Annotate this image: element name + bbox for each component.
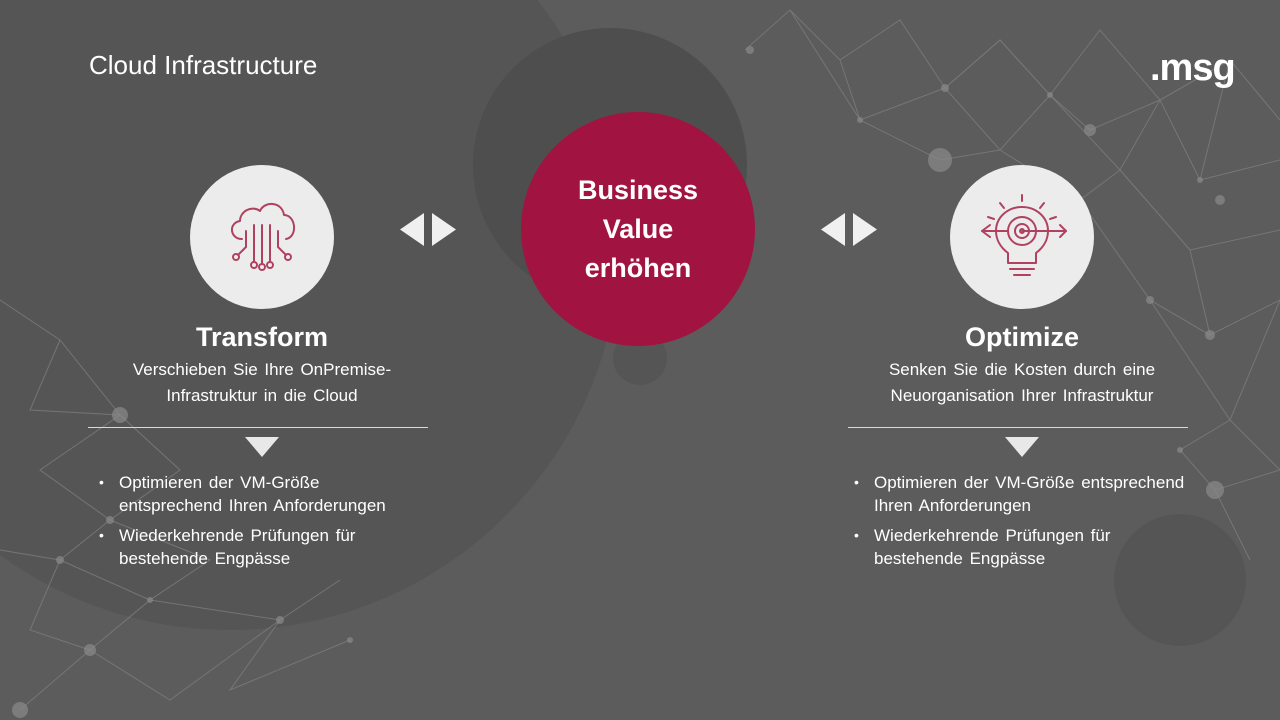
center-line-3: erhöhen: [584, 252, 692, 283]
optimize-heading: Optimize: [964, 322, 1079, 352]
transform-bullet-list: Optimieren der VM-Größe entsprechend Ihr…: [99, 471, 399, 577]
cloud-circuit-icon: [231, 203, 295, 271]
right-bidirectional-arrows: [821, 213, 877, 246]
center-line-1: Business: [577, 174, 699, 205]
transform-subtitle-line-1: Verschieben Sie Ihre OnPremise-: [132, 360, 392, 379]
optimize-divider: [848, 427, 1188, 428]
optimize-bullet-2: Wiederkehrende Prüfungen für bestehende …: [854, 524, 1194, 570]
optimize-bullet-1: Optimieren der VM-Größe entsprechend Ihr…: [854, 471, 1194, 517]
optimize-subtitle-line-1: Senken Sie die Kosten durch eine: [888, 360, 1156, 379]
msg-logo: .msg: [1150, 47, 1236, 89]
center-line-2: Value: [602, 213, 674, 244]
optimize-bullet-list: Optimieren der VM-Größe entsprechend Ihr…: [854, 471, 1194, 577]
transform-divider: [88, 427, 428, 428]
left-bidirectional-arrows: [400, 213, 456, 246]
business-value-text: Business Value erhöhen: [578, 171, 698, 288]
transform-bullet-2: Wiederkehrende Prüfungen für bestehende …: [99, 524, 399, 570]
optimize-down-arrow: [1005, 437, 1039, 457]
target-lightbulb-icon: [981, 194, 1067, 276]
transform-bullet-1: Optimieren der VM-Größe entsprechend Ihr…: [99, 471, 399, 517]
transform-icon-circle: [190, 165, 334, 309]
optimize-icon-circle: [950, 165, 1094, 309]
business-value-circle: Business Value erhöhen: [521, 112, 755, 346]
optimize-subtitle-line-2: Neuorganisation Ihrer Infrastruktur: [890, 386, 1154, 405]
transform-down-arrow: [245, 437, 279, 457]
transform-subtitle: Verschieben Sie Ihre OnPremise- Infrastr…: [92, 357, 432, 409]
transform-subtitle-line-2: Infrastruktur in die Cloud: [166, 386, 358, 405]
optimize-subtitle: Senken Sie die Kosten durch eine Neuorga…: [852, 357, 1192, 409]
slide-title: Cloud Infrastructure: [89, 50, 318, 80]
transform-heading: Transform: [195, 322, 329, 352]
